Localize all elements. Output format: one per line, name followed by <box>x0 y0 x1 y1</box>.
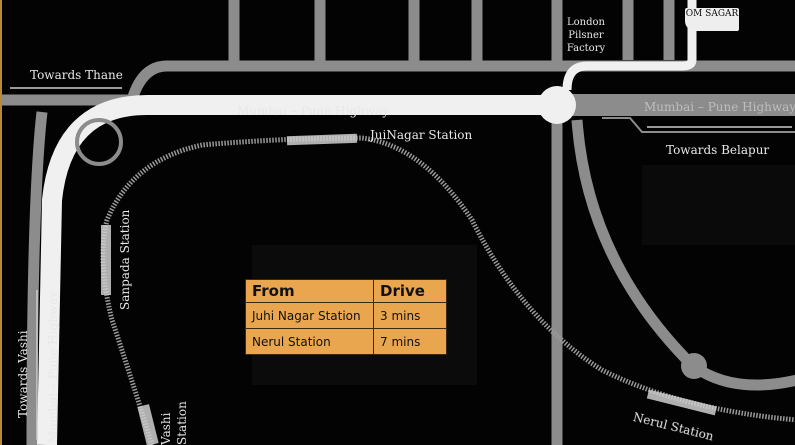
table-row: Juhi Nagar Station 3 mins <box>245 302 447 329</box>
platform-vashi <box>137 404 159 445</box>
label-sanpada: Sanpada Station <box>118 209 132 310</box>
table-row: Nerul Station 7 mins <box>245 328 447 355</box>
junction-circle <box>75 118 123 166</box>
roundabout <box>538 86 576 124</box>
cell-drive: 7 mins <box>373 328 447 355</box>
table-header-row: From Drive <box>245 279 447 303</box>
road-curve <box>571 119 795 391</box>
road <box>26 111 48 445</box>
label-london-pilsner: London Pilsner Factory <box>566 17 606 54</box>
station-platforms <box>101 133 717 445</box>
platform-sanpada <box>101 225 111 295</box>
railway-line <box>100 135 795 445</box>
label-om-sagar: OM SAGAR <box>685 8 739 31</box>
platform-nerul <box>646 389 717 416</box>
block-shadow <box>642 165 795 245</box>
service-road <box>126 60 795 102</box>
road-om-sagar <box>562 0 697 91</box>
label-towards-thane: Towards Thane <box>30 68 123 82</box>
header-drive: Drive <box>373 279 447 303</box>
belapur-line <box>602 117 795 133</box>
label-juinagar: JuiNagar Station <box>370 128 473 142</box>
label-highway-right: Mumbai – Pune Highway <box>644 100 795 114</box>
roundabout-south <box>681 353 707 379</box>
label-towards-vashi: Towards Vashi <box>16 330 30 418</box>
label-highway-left: Mumbai – Pune Highway <box>46 290 60 443</box>
cell-from: Juhi Nagar Station <box>245 302 374 329</box>
cell-drive: 3 mins <box>373 302 447 329</box>
platform-juinagar <box>286 133 358 146</box>
label-highway-top: Mumbai – Pune Highway <box>237 104 390 118</box>
drive-time-table: From Drive Juhi Nagar Station 3 mins Ner… <box>245 279 447 355</box>
label-towards-belapur: Towards Belapur <box>666 143 770 157</box>
label-vashi: Vashi Station <box>159 401 189 445</box>
cell-from: Nerul Station <box>245 328 374 355</box>
header-from: From <box>245 279 374 303</box>
